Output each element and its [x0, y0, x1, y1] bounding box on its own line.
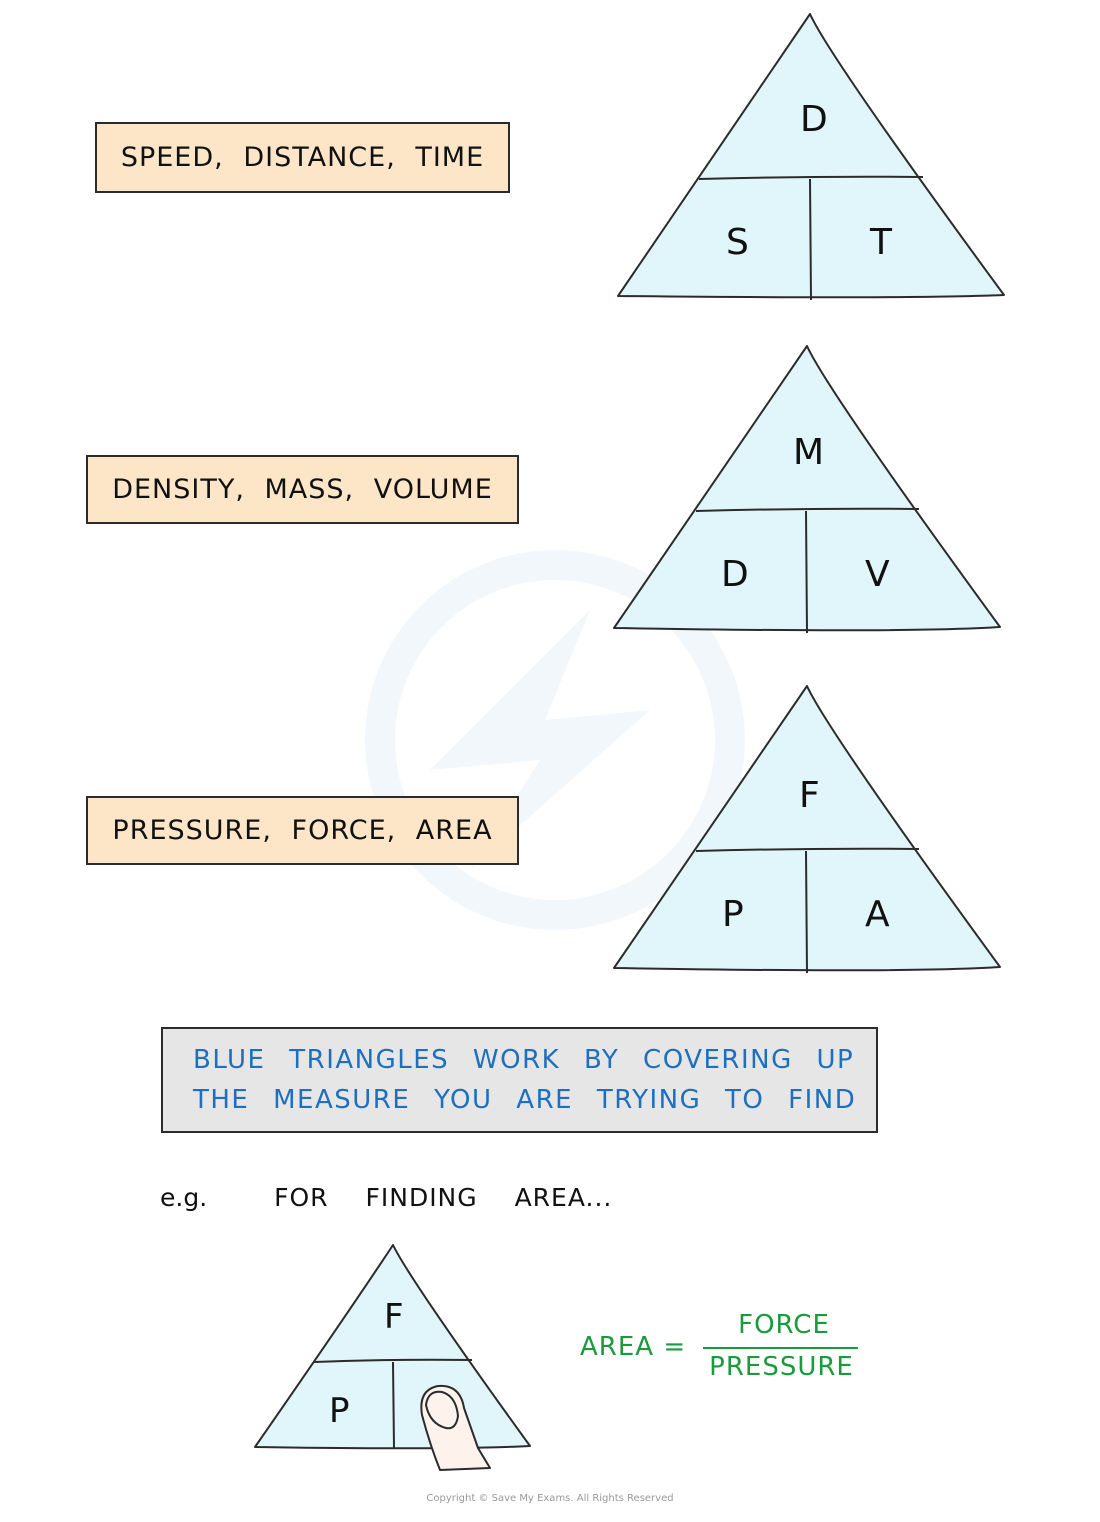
triangle-left-letter: S [726, 222, 749, 263]
triangle-left-letter: P [722, 894, 744, 935]
triangle-right-letter: A [865, 894, 890, 935]
formula-triangle-density: M D V [613, 345, 1001, 634]
topic-label-pressure: PRESSURE, FORCE, AREA [86, 796, 519, 865]
triangle-left-letter: P [329, 1391, 350, 1431]
instruction-note: BLUE TRIANGLES WORK BY COVERING UP THE M… [161, 1027, 878, 1133]
example-caption: e.g. FOR FINDING AREA... [160, 1183, 612, 1212]
fraction-bar [703, 1347, 858, 1349]
triangle-right-letter: V [865, 554, 890, 595]
formula-denominator: PRESSURE [709, 1352, 854, 1382]
triangle-left-letter: D [721, 554, 749, 595]
note-line-1: BLUE TRIANGLES WORK BY COVERING UP [193, 1045, 855, 1075]
topic-label-text: DENSITY, MASS, VOLUME [112, 474, 493, 505]
example-text: FOR FINDING AREA... [274, 1183, 613, 1212]
note-line-2: THE MEASURE YOU ARE TRYING TO FIND [193, 1085, 857, 1115]
topic-label-text: PRESSURE, FORCE, AREA [112, 815, 493, 846]
topic-label-density: DENSITY, MASS, VOLUME [86, 455, 519, 524]
copyright-footer: Copyright © Save My Exams. All Rights Re… [426, 1493, 674, 1504]
formula-triangle-speed: D S T [617, 13, 1005, 301]
triangle-top-letter: F [384, 1297, 404, 1337]
triangle-top-letter: M [793, 432, 824, 473]
formula-numerator: FORCE [738, 1310, 830, 1340]
triangle-right-letter: T [869, 222, 893, 263]
example-triangle: F P [254, 1244, 531, 1471]
topic-label-text: SPEED, DISTANCE, TIME [120, 142, 485, 173]
formula-triangle-pressure: F P A [613, 685, 1001, 974]
formula-lhs: AREA = [580, 1332, 687, 1362]
example-prefix: e.g. [160, 1183, 208, 1212]
triangle-top-letter: D [800, 99, 828, 140]
logo-watermark-icon [365, 550, 745, 930]
triangle-top-letter: F [799, 775, 820, 816]
topic-label-speed: SPEED, DISTANCE, TIME [95, 122, 510, 193]
finger-icon [420, 1384, 491, 1471]
